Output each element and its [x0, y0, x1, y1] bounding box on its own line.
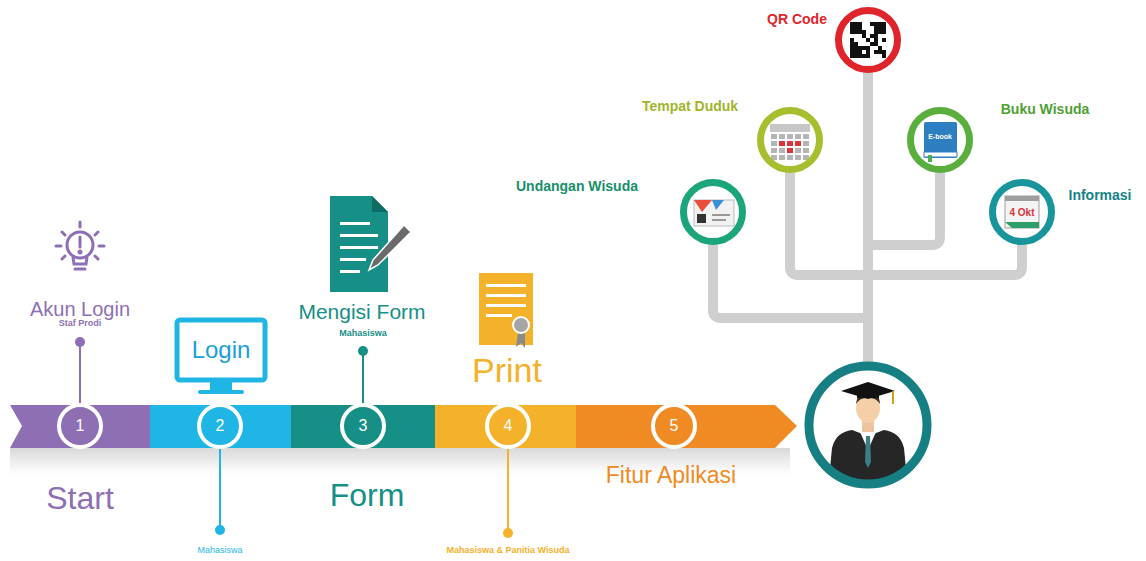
- feature-label: Undangan Wisuda: [516, 179, 638, 194]
- feature-label: Informasi: [1068, 188, 1131, 203]
- leader-lines: [75, 337, 513, 538]
- feature-label: Tempat Duduk: [642, 99, 738, 114]
- icon-text: 4 Okt: [1009, 207, 1034, 218]
- document-icon: [330, 196, 411, 292]
- step-number: 3: [359, 417, 368, 435]
- step-actor: Mahasiswa: [339, 329, 387, 339]
- feature-circle: Tempat Duduk: [757, 107, 823, 173]
- lightbulb-icon: [56, 222, 104, 269]
- step-number: 5: [670, 417, 679, 435]
- certificate-icon: [479, 273, 533, 348]
- screen-text: Login: [192, 337, 251, 363]
- feature-circle: QR Code: [835, 7, 901, 73]
- feature-label: Buku Wisuda: [1001, 102, 1090, 117]
- feature-label: QR Code: [767, 12, 827, 27]
- step-number: 4: [504, 417, 513, 435]
- step-title: Print: [472, 352, 542, 389]
- feature-circle: Undangan Wisuda: [680, 179, 746, 245]
- stage-name: Form: [330, 478, 405, 513]
- icon-text: E-book: [928, 133, 952, 141]
- step-actor: Mahasiswa & Panitia Wisuda: [447, 546, 570, 556]
- graduate-figure: [809, 366, 927, 490]
- step-circle: 5: [651, 403, 697, 449]
- step-title: Akun Login: [30, 298, 130, 320]
- step-number: 1: [76, 417, 85, 435]
- step-number: 2: [216, 417, 225, 435]
- step-actor: Staf Prodi: [59, 319, 102, 329]
- step-circle: 2: [197, 403, 243, 449]
- feature-tree: [713, 72, 1022, 365]
- stage-name: Fitur Aplikasi: [606, 463, 736, 488]
- step-circle: 4: [485, 403, 531, 449]
- stage-name: Start: [46, 481, 114, 516]
- step-title: Mengisi Form: [298, 300, 425, 323]
- step-circle: 1: [57, 403, 103, 449]
- step-circle: 3: [340, 403, 386, 449]
- step-actor: Mahasiswa: [197, 546, 242, 556]
- monitor-icon: [177, 320, 265, 394]
